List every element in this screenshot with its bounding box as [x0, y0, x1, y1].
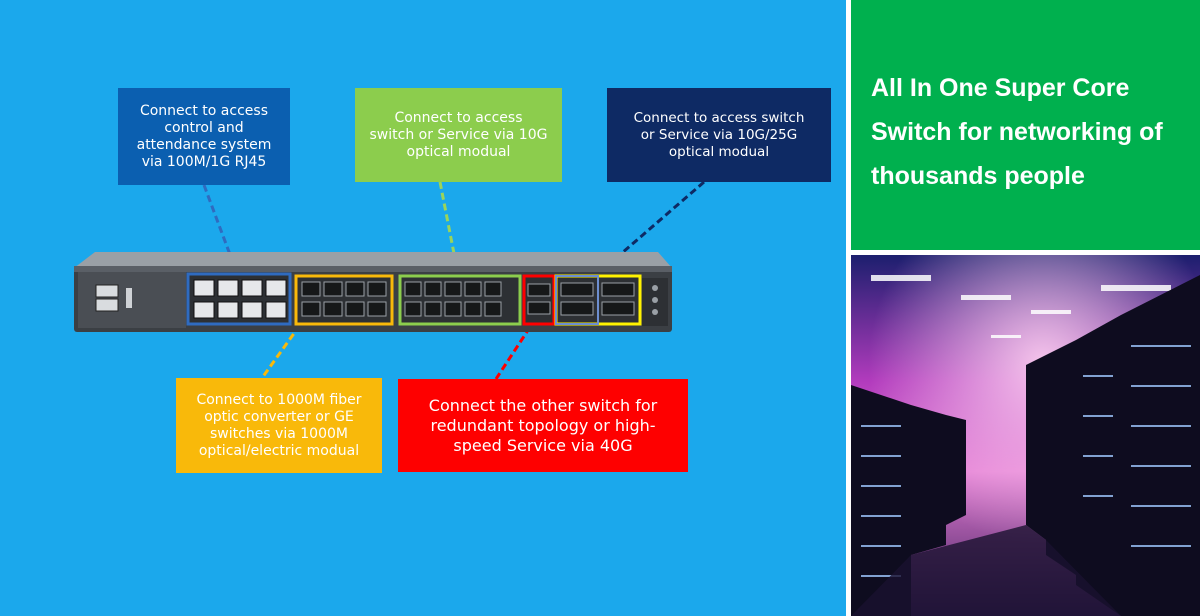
callout-10g-optical: Connect to access switch or Service via …	[355, 88, 562, 182]
server-room-photo	[851, 255, 1200, 616]
server-room-illustration	[851, 255, 1200, 616]
network-switch-illustration	[74, 252, 672, 332]
callout-rj45: Connect to access control and attendance…	[118, 88, 290, 185]
switch-diagram	[74, 180, 705, 380]
diagram-panel: Connect to access control and attendance…	[0, 0, 846, 616]
callout-25g-optical: Connect to access switch or Service via …	[607, 88, 831, 182]
page-title: All In One Super Core Switch for network…	[871, 74, 1163, 190]
title-panel: All In One Super Core Switch for network…	[851, 0, 1200, 250]
callout-40g: Connect the other switch for redundant t…	[398, 379, 688, 472]
callout-1000m: Connect to 1000M fiber optic converter o…	[176, 378, 382, 473]
connector-ge	[260, 324, 302, 379]
